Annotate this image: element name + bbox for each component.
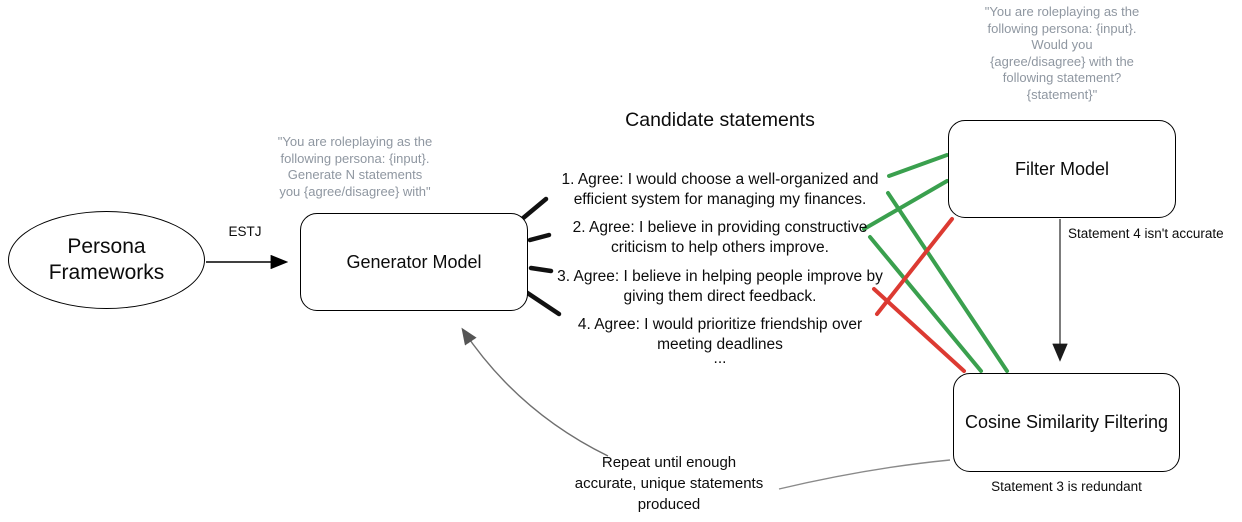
repeat-loop-note: Repeat until enough accurate, unique sta… xyxy=(574,454,764,513)
statement1-to-filter-pass-line xyxy=(887,153,949,178)
statement2-to-cosine-pass-line xyxy=(868,235,983,373)
statement1-to-cosine-pass-line xyxy=(886,191,1009,373)
cosine-rejection-note: Statement 3 is redundant xyxy=(991,479,1142,494)
cosine-filtering-node: Cosine Similarity Filtering xyxy=(953,373,1180,472)
generator-prompt-text: "You are roleplaying as the following pe… xyxy=(277,134,433,199)
generator-model-label: Generator Model xyxy=(346,251,482,272)
statement2-to-filter-pass-line xyxy=(862,179,949,231)
filter-prompt-text: "You are roleplaying as the following pe… xyxy=(984,4,1140,102)
estj-edge-label: ESTJ xyxy=(228,224,262,239)
cosine-to-repeat-line xyxy=(778,459,951,490)
filter-rejection-note: Statement 4 isn't accurate xyxy=(1068,226,1224,241)
cosine-filtering-label: Cosine Similarity Filtering xyxy=(964,412,1169,432)
filter-model-label: Filter Model xyxy=(1014,158,1110,179)
persona-frameworks-node: Persona Frameworks xyxy=(8,211,205,309)
filter-model-node: Filter Model xyxy=(948,120,1176,218)
generator-tick-statement4 xyxy=(523,289,562,317)
statement-item-4: 4. Agree: I would prioritize friendship … xyxy=(577,316,863,353)
generator-tick-statement3 xyxy=(528,265,554,274)
generator-model-node: Generator Model xyxy=(300,213,528,311)
repeat-to-generator-arrow xyxy=(461,327,609,457)
candidate-statements-title: Candidate statements xyxy=(625,109,815,131)
filter-to-statement4-fail-line xyxy=(875,217,954,316)
statement-item-2: 2. Agree: I believe in providing constru… xyxy=(572,219,868,257)
statements-ellipsis: ... xyxy=(713,350,727,367)
statement3-to-cosine-fail-line xyxy=(872,287,966,373)
generator-tick-statement2 xyxy=(527,232,552,243)
generator-tick-statement1 xyxy=(519,196,549,222)
candidate-statements-list: 1. Agree: I would choose a well-organize… xyxy=(548,170,892,364)
statement-item-3: 3. Agree: I believe in helping people im… xyxy=(557,267,883,305)
statement-item-1: 1. Agree: I would choose a well-organize… xyxy=(561,171,879,208)
